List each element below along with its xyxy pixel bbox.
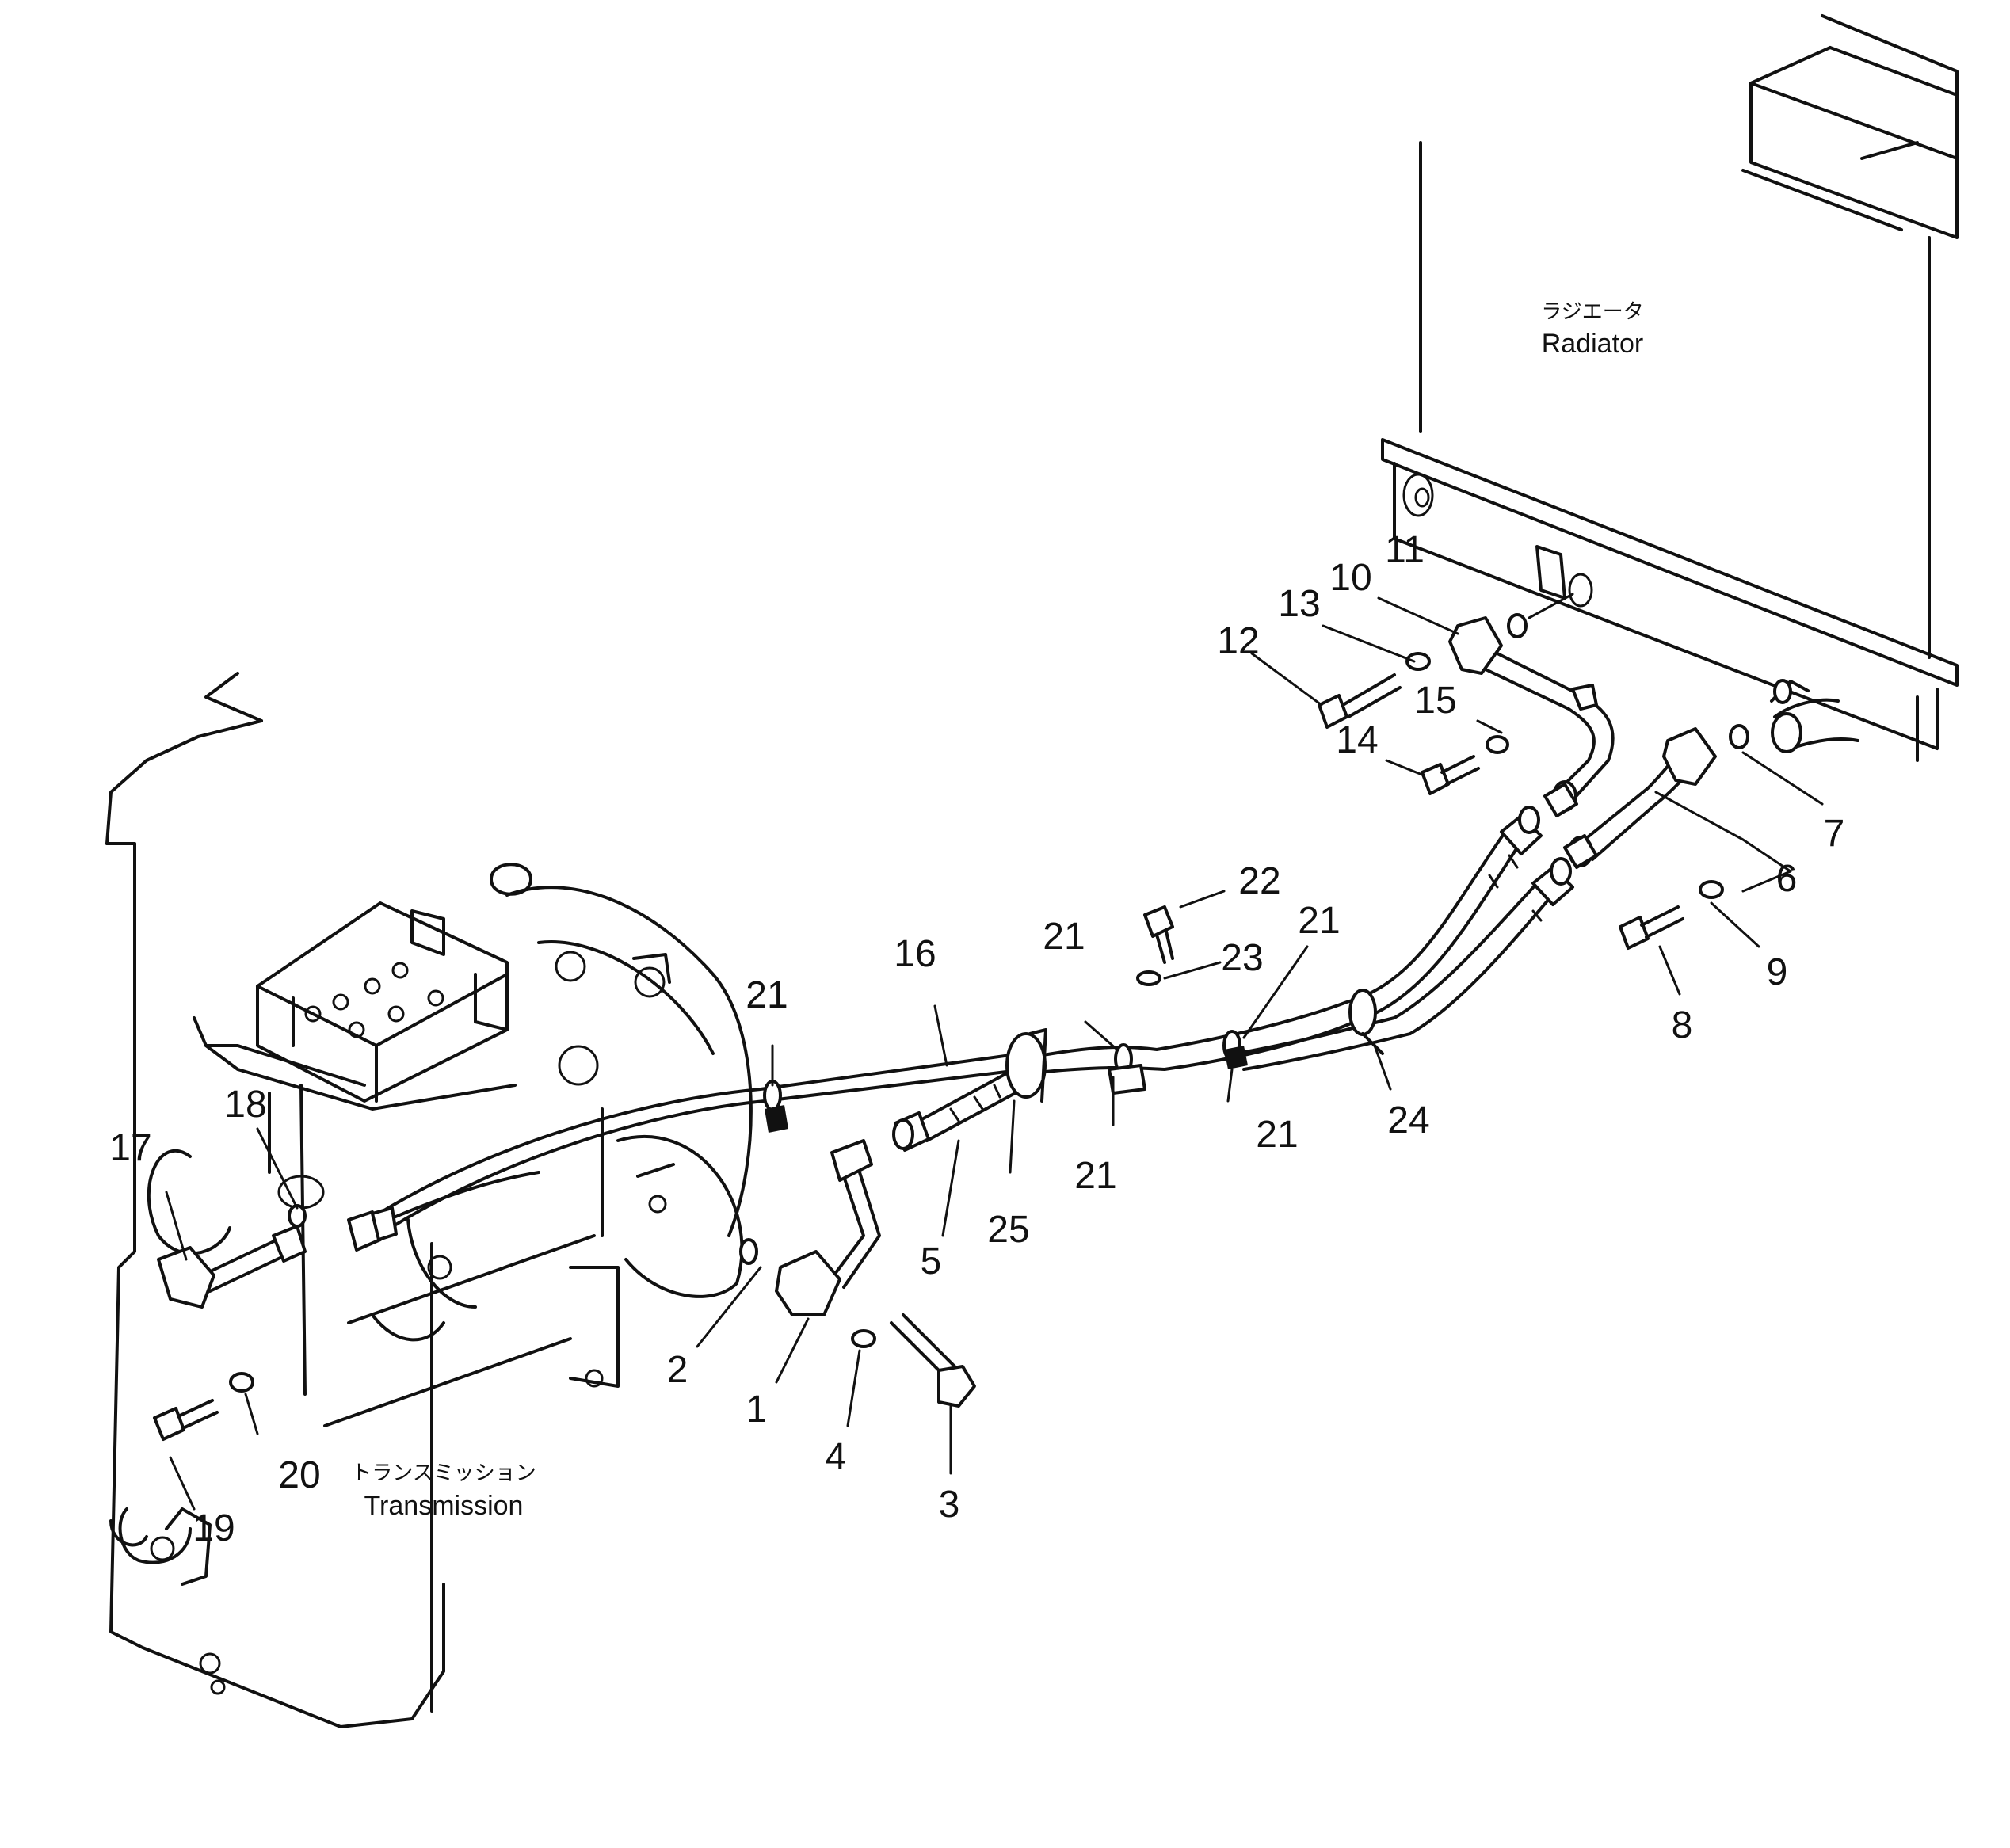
callout-19: 19 (193, 1507, 235, 1549)
pipe-10 (1448, 616, 1615, 817)
callout-21-a: 21 (746, 974, 788, 1016)
transmission-assembly: トランスミッション Transmission (105, 672, 753, 1728)
callout-16: 16 (894, 933, 936, 975)
leader-lines (165, 593, 1824, 1511)
callout-22: 22 (1238, 860, 1280, 902)
tube-1 (775, 1139, 881, 1316)
callout-21-b: 21 (1043, 916, 1085, 958)
clamp-24 (1348, 989, 1384, 1055)
callout-5: 5 (921, 1240, 942, 1282)
callout-23: 23 (1221, 937, 1263, 979)
callout-1: 1 (746, 1389, 768, 1431)
radiator-label-en: Radiator (1542, 329, 1644, 359)
tube-16 (347, 1052, 1028, 1252)
radiator-assembly: ラジエータ Radiator (1381, 14, 1959, 762)
callout-21-c: 21 (1298, 900, 1340, 942)
callout-2: 2 (667, 1349, 688, 1391)
callout-21-e: 21 (1256, 1114, 1298, 1156)
elbow-17 (157, 1225, 307, 1309)
fasteners (153, 613, 1749, 1441)
callout-7: 7 (1824, 813, 1845, 855)
hose-5 (892, 1068, 1032, 1152)
callout-11: 11 (1385, 529, 1425, 571)
transmission-label-jp: トランスミッション (351, 1461, 536, 1485)
transmission-label-en: Transmission (364, 1491, 524, 1521)
callout-4: 4 (826, 1436, 847, 1478)
callout-8: 8 (1672, 1004, 1693, 1046)
clamp-25 (1005, 1028, 1047, 1103)
callout-24: 24 (1387, 1099, 1429, 1141)
callout-12: 12 (1217, 620, 1259, 662)
callout-20: 20 (278, 1454, 320, 1496)
callout-25: 25 (987, 1209, 1029, 1251)
pipe-6 (1563, 727, 1717, 869)
callout-15: 15 (1414, 680, 1456, 722)
callout-13: 13 (1278, 583, 1320, 625)
callout-17: 17 (109, 1127, 151, 1169)
callout-14: 14 (1336, 719, 1378, 761)
radiator-label-jp: ラジエータ (1541, 300, 1643, 324)
clamps-21 (763, 1030, 1248, 1133)
callout-6: 6 (1776, 858, 1798, 900)
callout-3: 3 (939, 1484, 960, 1526)
callout-9: 9 (1767, 951, 1788, 993)
callout-18: 18 (224, 1084, 266, 1126)
callout-numbers: 1 2 3 4 5 6 7 8 9 10 11 12 13 14 15 16 1… (109, 529, 1844, 1549)
callout-10: 10 (1329, 557, 1371, 599)
callout-21-d: 21 (1074, 1155, 1116, 1197)
